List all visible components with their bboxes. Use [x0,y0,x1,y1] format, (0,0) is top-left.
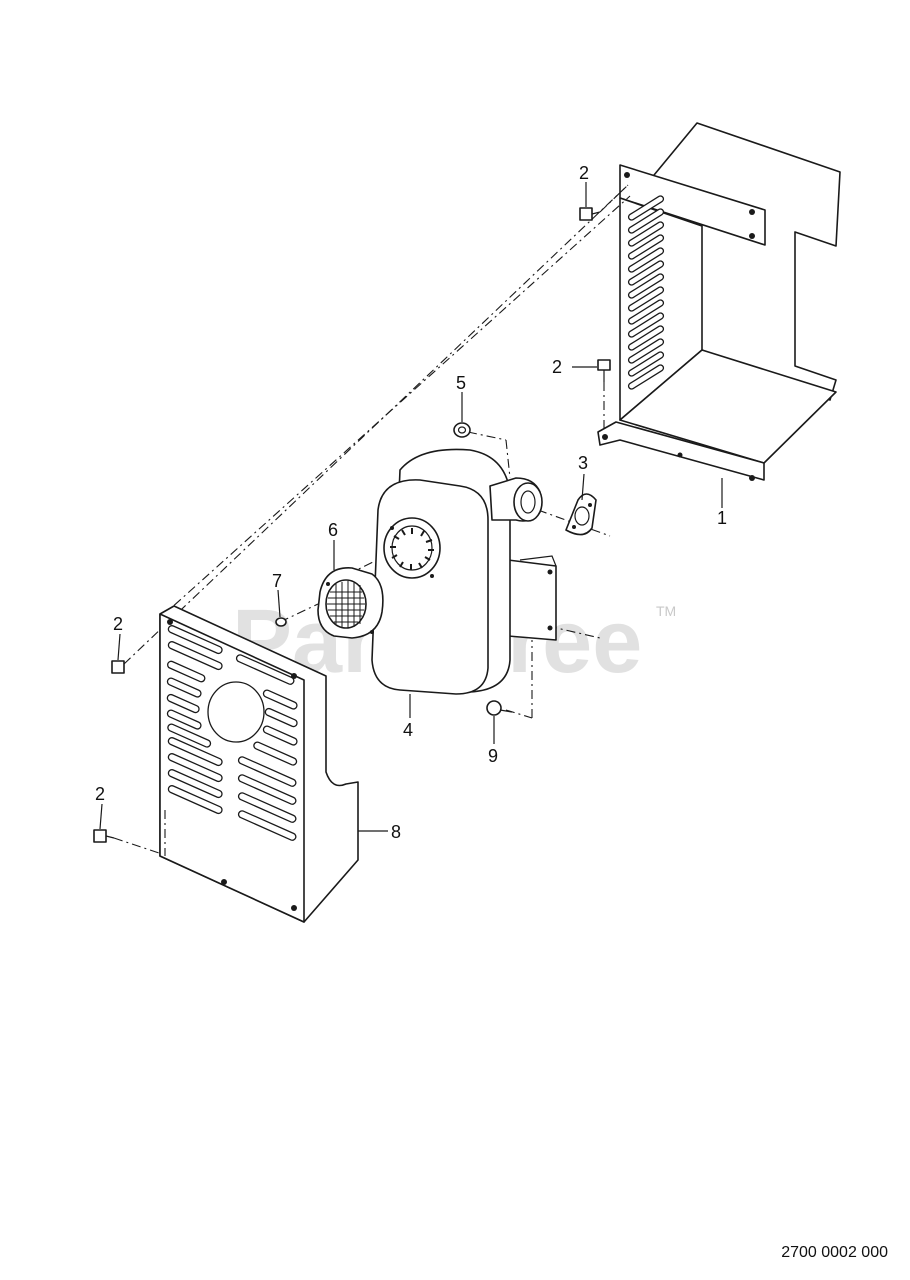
part-8-muffler-guard [159,605,359,923]
callout-4: 4 [403,720,413,740]
callout-7: 7 [272,571,282,591]
callout-2-mid: 2 [552,357,562,377]
part-1-heat-shield [597,122,841,481]
part-6-spark-arrestor [317,567,384,639]
part-9-bolt [486,700,513,716]
callout-9: 9 [488,746,498,766]
callout-2-bottom: 2 [95,784,105,804]
callout-2-top: 2 [579,163,589,183]
part-8-vent-slots [166,625,298,841]
part-5-nut [453,422,471,438]
callout-5: 5 [456,373,466,393]
diagram-code: 2700 0002 000 [781,1244,888,1261]
callout-3: 3 [578,453,588,473]
callout-1: 1 [717,508,727,528]
watermark-trademark: TM [656,603,676,619]
muffler-bracket [507,555,557,641]
callout-8: 8 [391,822,401,842]
part-3-gasket [565,493,597,536]
callouts: 2 2 5 3 1 6 7 2 4 9 2 8 [95,163,727,842]
part-2-screw-mid [597,359,611,382]
part-2-screw-left [111,660,125,674]
part-4-muffler [371,448,543,695]
part-2-screw-top [579,207,601,221]
part-7-screw [275,617,287,627]
callout-6: 6 [328,520,338,540]
callout-2-left: 2 [113,614,123,634]
leader-lines [99,182,723,832]
part-1-vent-slots [627,195,665,390]
part-2-screw-bottom [93,829,115,843]
